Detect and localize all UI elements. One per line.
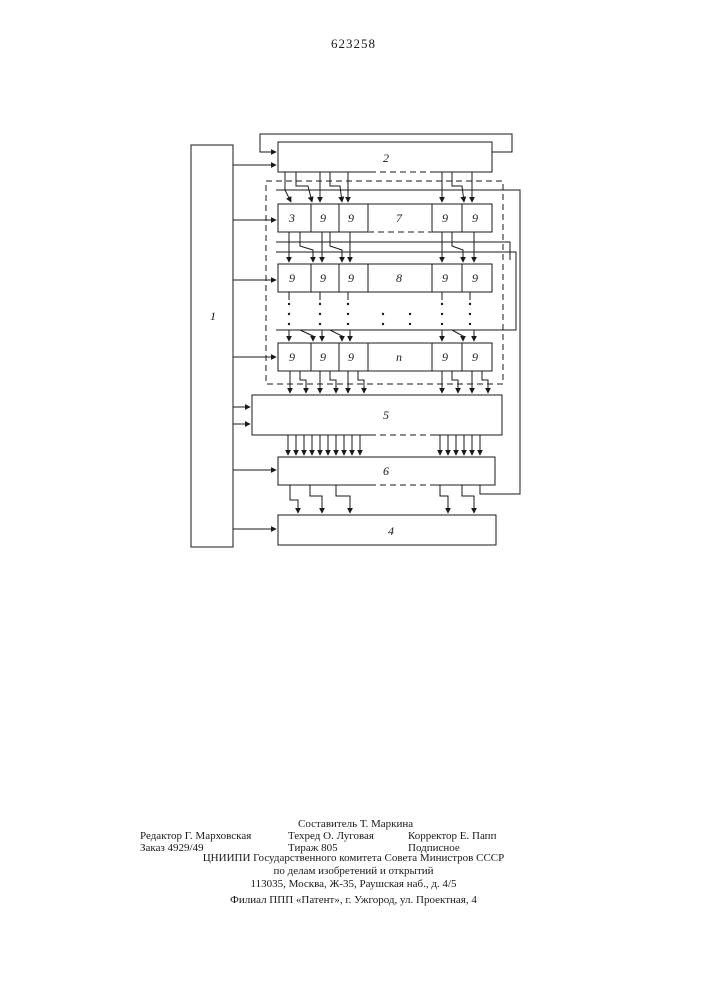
cell-9-label: 9 (472, 350, 478, 364)
block-2-label: 2 (383, 151, 389, 165)
control-arrows (233, 165, 276, 529)
block-4: 4 (278, 515, 496, 545)
cell-9-label: 9 (289, 350, 295, 364)
cell-9-label: 9 (320, 350, 326, 364)
block-1-label: 1 (210, 309, 216, 323)
row-ellipsis-dots (288, 303, 471, 325)
matrix-enclosure (266, 181, 503, 384)
block-3-label: 3 (288, 211, 295, 225)
block-1: 1 (191, 145, 233, 547)
cell-9-label: 9 (320, 271, 326, 285)
block-n-label: n (396, 350, 402, 364)
cell-9-label: 9 (289, 271, 295, 285)
cell-9-label: 9 (442, 211, 448, 225)
cell-9-label: 9 (472, 211, 478, 225)
cell-9-label: 9 (348, 211, 354, 225)
row1-inputs (285, 172, 472, 202)
rown-to-block5 (290, 371, 488, 393)
branch: Филиал ППП «Патент», г. Ужгород, ул. Про… (0, 893, 707, 907)
cell-9-label: 9 (320, 211, 326, 225)
cell-9-label: 9 (442, 350, 448, 364)
matrix-row-n: 9 9 9 n 9 9 (278, 343, 492, 371)
block6-to-block4 (290, 485, 474, 513)
block-5: 5 (252, 395, 502, 435)
block-7-label: 7 (396, 211, 403, 225)
block-8-label: 8 (396, 271, 402, 285)
credits: Составитель Т. Маркина Редактор Г. Мархо… (0, 818, 707, 854)
cell-9-label: 9 (348, 350, 354, 364)
feedback-path (276, 190, 520, 494)
matrix-row-1: 3 9 9 7 9 9 (278, 204, 492, 232)
matrix-row-2: 9 9 9 8 9 9 (278, 264, 492, 292)
address: 113035, Москва, Ж-35, Раушская наб., д. … (0, 877, 707, 891)
cell-9-label: 9 (348, 271, 354, 285)
org-line-2: по делам изобретений и открытий (0, 864, 707, 878)
block-5-label: 5 (383, 408, 389, 422)
block-6-label: 6 (383, 464, 389, 478)
block-6: 6 (278, 457, 495, 485)
rown-inputs (289, 330, 474, 341)
block-4-label: 4 (388, 524, 394, 538)
org-line-1: ЦНИИПИ Государственного комитета Совета … (0, 851, 707, 865)
cell-9-label: 9 (442, 271, 448, 285)
cell-9-label: 9 (472, 271, 478, 285)
block5-to-block6 (288, 435, 480, 455)
row1-to-row2 (276, 232, 510, 262)
block-2: 2 (260, 134, 512, 172)
